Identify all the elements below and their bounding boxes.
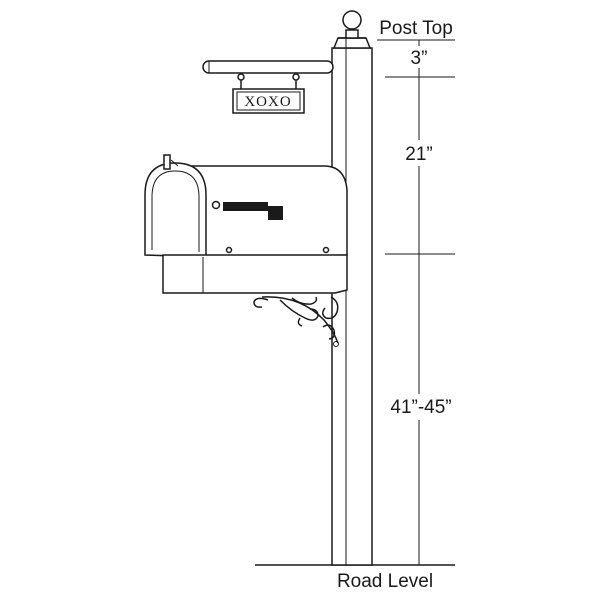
post-cap xyxy=(332,10,372,49)
dimension-label-top: 3” xyxy=(411,48,428,69)
road-level-label: Road Level xyxy=(337,571,433,592)
dimension-guide xyxy=(377,39,455,565)
mounting-platform xyxy=(162,254,348,294)
post-top-label: Post Top xyxy=(379,18,453,39)
rivet xyxy=(225,246,233,254)
sign-text: XOXO xyxy=(244,94,291,110)
mailbox-flag xyxy=(223,202,283,220)
address-sign: XOXO xyxy=(232,88,305,114)
mailbox-door xyxy=(144,162,207,258)
dimension-label-bottom: 41”-45” xyxy=(390,397,451,418)
mailbox xyxy=(144,154,348,258)
door-latch xyxy=(163,154,171,170)
sign-hangers xyxy=(237,73,300,90)
dimension-label-middle: 21” xyxy=(405,144,432,165)
rivet xyxy=(322,246,330,254)
decorative-bracket xyxy=(253,296,339,347)
post-finial xyxy=(342,10,362,30)
rivet xyxy=(211,200,221,210)
sign-arm xyxy=(202,60,334,74)
post xyxy=(331,47,373,566)
